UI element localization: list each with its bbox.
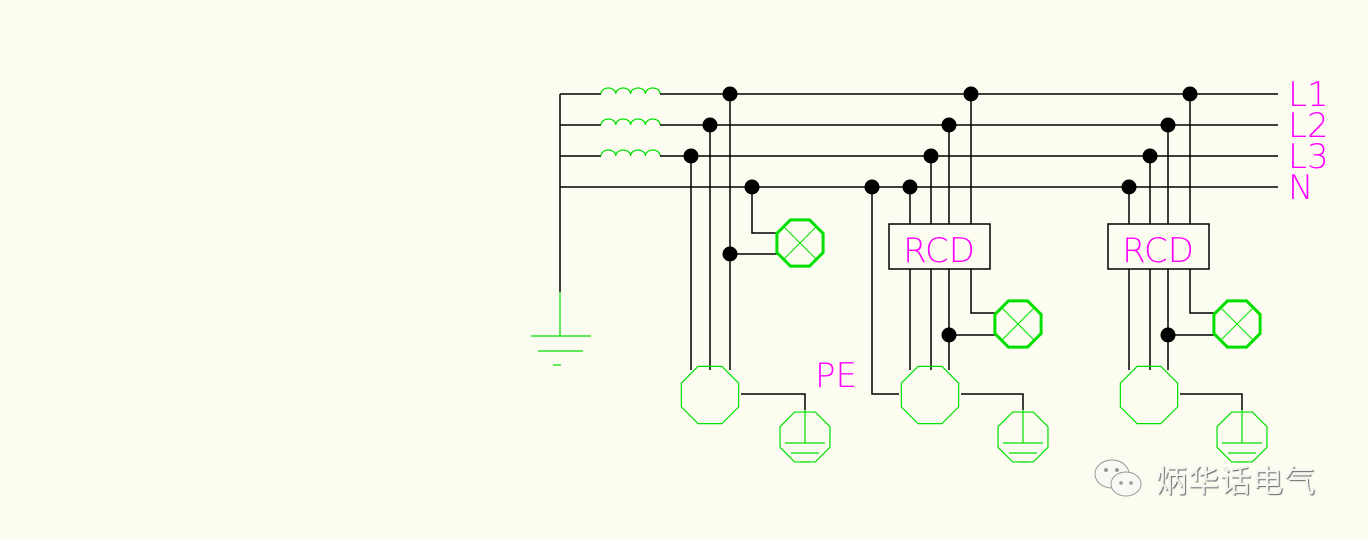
- pe-wire: [961, 393, 1024, 410]
- bus-label-l3: L3: [1288, 137, 1329, 177]
- lamp-cross: [1000, 306, 1036, 342]
- junction-dot: [1160, 117, 1176, 133]
- rcd-label: RCD: [903, 231, 975, 271]
- lamp-cross: [1219, 306, 1255, 342]
- lamp-neutral-wire: [751, 187, 777, 234]
- bus-label-l1: L1: [1288, 75, 1329, 115]
- lamp-symbol: [775, 218, 825, 268]
- watermark-text: 炳华话电气: [1156, 464, 1316, 500]
- motor-symbol: [680, 365, 740, 425]
- inductor-coil: [600, 118, 661, 126]
- junction-dot: [923, 148, 939, 164]
- lamp-symbol: [1212, 299, 1262, 349]
- rcd-label: RCD: [1122, 231, 1194, 271]
- inductor-coil: [600, 87, 661, 95]
- motor-symbol: [900, 365, 960, 425]
- pe-conductor: [871, 187, 899, 395]
- inductor-coil: [600, 149, 661, 157]
- watermark: 炳华话电气: [1092, 456, 1316, 501]
- junction-dot: [963, 86, 979, 102]
- junction-dot: [1182, 86, 1198, 102]
- junction-dot: [722, 86, 738, 102]
- junction-dot: [941, 117, 957, 133]
- junction-dot: [1142, 148, 1158, 164]
- pe-label: PE: [815, 356, 857, 396]
- bus-label-n: N: [1288, 168, 1313, 208]
- lamp-cross: [782, 225, 818, 261]
- junction-dot: [683, 148, 699, 164]
- rcd-box: [1107, 223, 1210, 270]
- lamp-symbol: [993, 299, 1043, 349]
- pe-wire: [1180, 393, 1243, 410]
- bus-label-l2: L2: [1288, 106, 1329, 146]
- junction-dot: [702, 117, 718, 133]
- motor-symbol: [1119, 365, 1179, 425]
- junction-dot: [902, 179, 918, 195]
- pe-wire: [741, 393, 806, 410]
- lamp-neutral-wire: [970, 269, 995, 314]
- rcd-box: [888, 223, 991, 270]
- junction-dot: [1121, 179, 1137, 195]
- wechat-icon: [1094, 459, 1142, 496]
- lamp-neutral-wire: [1189, 269, 1214, 314]
